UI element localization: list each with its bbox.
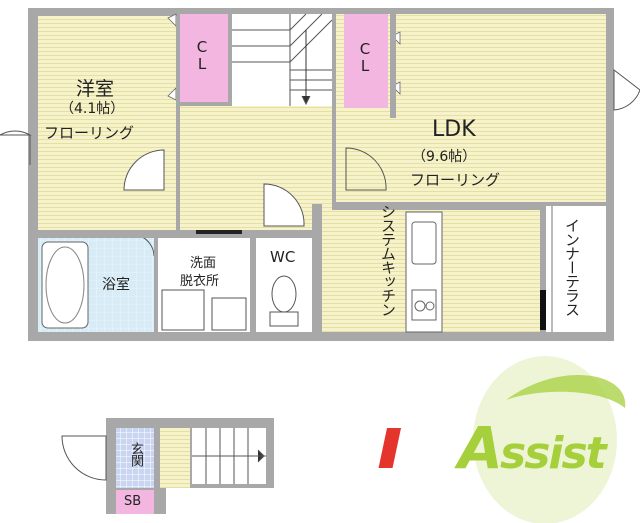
closet-right-label: CL <box>356 40 374 74</box>
stairs <box>232 14 332 106</box>
ldk-size: （9.6帖） <box>412 149 477 165</box>
washroom-label-2: 脱衣所 <box>180 274 220 289</box>
toilet-tank <box>269 311 299 327</box>
shoebox-label: SB <box>124 494 142 509</box>
closet-left-label: CL <box>193 38 211 72</box>
washbasin <box>161 289 205 331</box>
western-room-name: 洋室 <box>76 78 115 100</box>
toilet-label: WC <box>270 248 296 266</box>
western-room-floor: フローリング <box>44 124 135 142</box>
kitchen-label: システムキッチン <box>379 204 397 316</box>
entrance-step <box>160 428 190 488</box>
entrance-label: 玄関 <box>128 442 143 466</box>
svg-text:ssist: ssist <box>500 428 609 479</box>
bath-label: 浴室 <box>102 277 130 293</box>
hall-floor <box>180 106 332 230</box>
bathtub-basin <box>45 246 85 324</box>
svg-text:A: A <box>454 414 501 482</box>
ldk-floor-label: フローリング <box>410 171 501 189</box>
closet-left <box>180 14 228 102</box>
entrance-floor <box>116 428 154 488</box>
inner-terrace <box>546 206 606 332</box>
sink <box>411 221 437 265</box>
ldk-name: LDK <box>432 117 476 142</box>
western-room-size: （4.1帖） <box>60 101 125 117</box>
toilet-bowl <box>271 275 297 313</box>
closet-right <box>344 14 388 108</box>
stove <box>411 289 437 321</box>
washer-pan <box>211 297 247 331</box>
terrace-label: インナーテラス <box>563 218 581 316</box>
assist-logo: A ssist <box>378 356 626 523</box>
washroom-label-1: 洗面 <box>190 256 217 271</box>
shoebox <box>116 490 154 514</box>
western-room-floor <box>38 16 176 230</box>
